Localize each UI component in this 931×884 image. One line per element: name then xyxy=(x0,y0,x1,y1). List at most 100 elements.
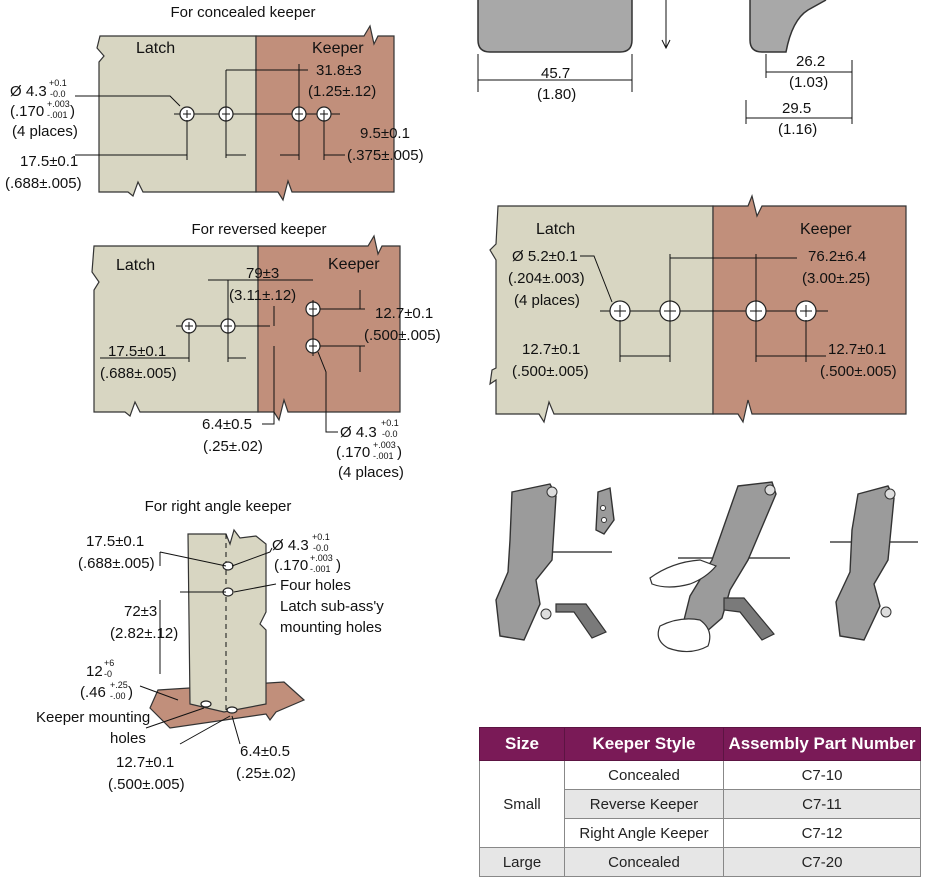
concealed-d1: 31.8±3 xyxy=(316,62,362,79)
concealed-extension-lines xyxy=(186,64,325,160)
large-extension-lines xyxy=(619,254,807,362)
right-angle-note1: Four holes xyxy=(280,577,351,594)
reversed-places: (4 places) xyxy=(338,464,404,481)
style-cell: Concealed xyxy=(564,847,724,877)
right-angle-d1: 17.5±0.1 xyxy=(86,533,144,550)
right-angle-tol-in-top: +.003 xyxy=(310,553,333,563)
reversed-d4-in: (.25±.02) xyxy=(203,438,263,455)
concealed-hole-dia: Ø 4.3 xyxy=(10,83,47,100)
right-angle-title: For right angle keeper xyxy=(145,498,292,515)
concealed-tol-in-bot: -.001 xyxy=(47,110,68,120)
reversed-keeper-diagram: For reversed keeper Latch Keeper 79±3 (3… xyxy=(91,221,441,481)
top-dim-45-7 xyxy=(477,54,633,92)
top-d2: 26.2 xyxy=(796,53,825,70)
right-angle-d3-in: (.46 xyxy=(80,684,106,701)
top-d1: 45.7 xyxy=(541,65,570,82)
concealed-d2-in: (.375±.005) xyxy=(347,147,424,164)
assembly-parts-table: Size Keeper Style Assembly Part Number S… xyxy=(479,727,921,877)
part-cell: C7-11 xyxy=(723,789,921,819)
style-cell: Right Angle Keeper xyxy=(564,818,724,848)
top-d3-in: (1.16) xyxy=(778,121,817,138)
pivot-icon xyxy=(884,488,896,500)
top-d3: 29.5 xyxy=(782,100,811,117)
right-angle-note3: mounting holes xyxy=(280,619,382,636)
right-angle-note2: Latch sub-ass'y xyxy=(280,598,384,615)
table-row: Large Concealed C7-20 xyxy=(479,847,921,877)
right-angle-close: ) xyxy=(336,557,341,574)
top-arrow-line xyxy=(661,0,671,50)
large-d1-in: (3.00±.25) xyxy=(802,270,870,287)
concealed-close: ) xyxy=(70,103,75,120)
large-d3: 12.7±0.1 xyxy=(828,341,886,358)
large-concealed-diagram: Latch Keeper Ø 5.2±0.1 (.204±.003) (4 pl… xyxy=(489,194,907,424)
top-right-profiles: 45.7 (1.80) 26.2 (1.03) 29.5 (1.16) xyxy=(477,0,853,138)
large-d1: 76.2±6.4 xyxy=(808,248,866,265)
right-angle-leaders xyxy=(231,547,277,593)
reversed-d3-in: (.688±.005) xyxy=(100,365,177,382)
reversed-d2-in: (.500±.005) xyxy=(364,327,441,344)
right-angle-keeper-diagram: For right angle keeper 17.5±0.1 (.688±.0… xyxy=(36,498,384,793)
keeper-hole-icon xyxy=(601,517,607,523)
right-angle-d3-in-tol-bot: -.00 xyxy=(110,691,126,701)
part-cell: C7-20 xyxy=(723,847,921,877)
large-leader-hole xyxy=(580,255,613,303)
concealed-d3: 17.5±0.1 xyxy=(20,153,78,170)
large-places: (4 places) xyxy=(514,292,580,309)
table-header-row: Size Keeper Style Assembly Part Number xyxy=(479,727,921,761)
concealed-latch-label: Latch xyxy=(136,40,175,57)
large-d2-in: (.500±.005) xyxy=(512,363,589,380)
reversed-tol-bot: -0.0 xyxy=(382,429,398,439)
right-angle-keeper-hole xyxy=(200,700,212,708)
table-row: Right Angle Keeper C7-12 xyxy=(480,818,921,848)
reversed-d2: 12.7±0.1 xyxy=(375,305,433,322)
header-part-number: Assembly Part Number xyxy=(723,727,921,761)
right-angle-d3-in-tol-top: +.25 xyxy=(110,680,128,690)
reversed-d1: 79±3 xyxy=(246,265,279,282)
reversed-latch-label: Latch xyxy=(116,257,155,274)
latch-operation-illustrations xyxy=(495,481,918,653)
right-angle-tol-in-bot: -.001 xyxy=(310,564,331,574)
concealed-tol-in-top: +.003 xyxy=(47,99,70,109)
right-angle-base-dims xyxy=(139,685,241,745)
table-row: Reverse Keeper C7-11 xyxy=(480,789,921,819)
latch-top-profile xyxy=(477,0,633,53)
concealed-leader xyxy=(75,95,181,107)
right-angle-d5-in: (.25±.02) xyxy=(236,765,296,782)
right-angle-d3-tol-top: +6 xyxy=(104,658,114,668)
reversed-keeper-label: Keeper xyxy=(328,256,380,273)
part-cell: C7-10 xyxy=(723,760,921,790)
large-d2: 12.7±0.1 xyxy=(522,341,580,358)
reversed-hole-in: (.170 xyxy=(336,444,370,461)
reversed-leader-6-4 xyxy=(262,376,275,425)
pivot-icon xyxy=(880,606,892,618)
top-d1-in: (1.80) xyxy=(537,86,576,103)
reversed-extension-lines xyxy=(188,280,365,362)
keeper-arm-illustration xyxy=(723,597,775,641)
right-angle-tol-bot: -0.0 xyxy=(313,543,329,553)
right-angle-close: ) xyxy=(128,684,133,701)
top-dim-26-29 xyxy=(745,54,853,124)
keeper-top-profile xyxy=(749,0,827,53)
reversed-close: ) xyxy=(397,444,402,461)
keeper-part-illustration xyxy=(595,487,615,535)
reversed-leader-hole xyxy=(317,351,338,433)
concealed-d3-in: (.688±.005) xyxy=(5,175,82,192)
reversed-tol-in-bot: -.001 xyxy=(373,451,394,461)
concealed-keeper-diagram: For concealed keeper Latch Keeper 31.8±3… xyxy=(5,4,424,202)
top-d2-in: (1.03) xyxy=(789,74,828,91)
concealed-hole-in: (.170 xyxy=(10,103,44,120)
reversed-tol-in-top: +.003 xyxy=(373,440,396,450)
style-cell: Concealed xyxy=(564,760,724,790)
large-hole-in: (.204±.003) xyxy=(508,270,585,287)
reversed-title: For reversed keeper xyxy=(191,221,326,238)
large-d3-in: (.500±.005) xyxy=(820,363,897,380)
size-cell: Small xyxy=(479,760,565,848)
right-angle-d5: 6.4±0.5 xyxy=(240,743,290,760)
right-angle-d4: 12.7±0.1 xyxy=(116,754,174,771)
right-angle-d1-in: (.688±.005) xyxy=(78,555,155,572)
large-latch-label: Latch xyxy=(536,221,575,238)
reversed-hole-dia: Ø 4.3 xyxy=(340,424,377,441)
right-angle-keeper-label2: holes xyxy=(110,730,146,747)
style-cell: Reverse Keeper xyxy=(564,789,724,819)
